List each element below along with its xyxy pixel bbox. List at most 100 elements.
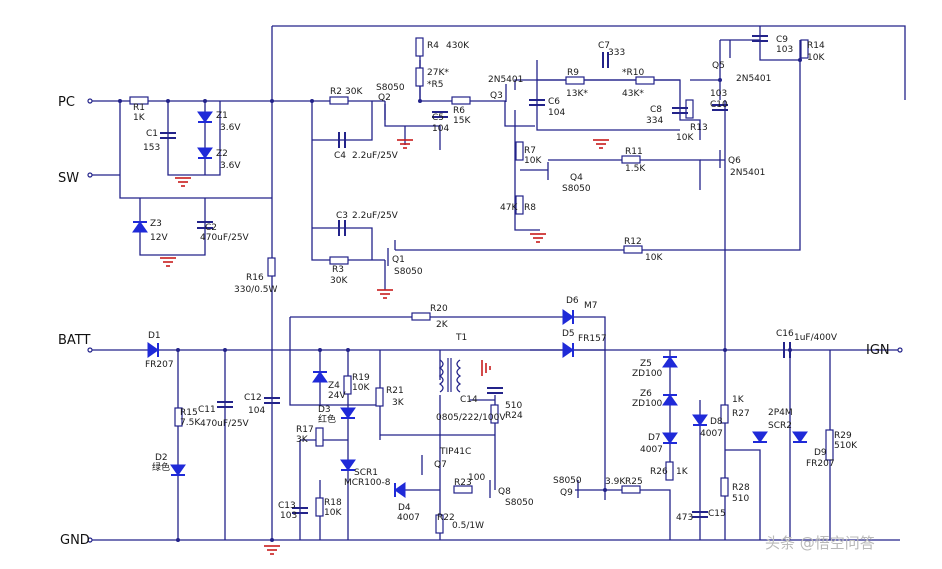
r27-value: 1K [732, 395, 745, 405]
r1-value: 1K [133, 113, 146, 123]
c7-value: 333 [608, 48, 625, 58]
capacitors [160, 35, 791, 518]
d1-ref: D1 [148, 331, 161, 341]
z4-value: 24V [328, 391, 346, 401]
scr2-ref: SCR2 [768, 421, 792, 431]
c3-ref: C3 [336, 211, 348, 221]
c7-ref: C7 [598, 41, 610, 51]
z3-ref: Z3 [150, 219, 162, 229]
d4-value: 4007 [397, 513, 420, 523]
terminal-sw [87, 172, 93, 178]
junctions [118, 58, 802, 542]
r5-ref: *R5 [427, 80, 443, 90]
r24-ref: R24 [505, 411, 523, 421]
r18-value: 10K [324, 508, 342, 518]
watermark-text: 头条 @悟空问答 [765, 534, 875, 552]
c8-value: 334 [646, 116, 663, 126]
r23-ref: R23 [454, 478, 472, 488]
c12-ref: C12 [244, 393, 262, 403]
q4-ref: Q4 [570, 173, 583, 183]
z5-ref: Z5 [640, 359, 652, 369]
c2-value: 470uF/25V [200, 233, 250, 243]
r2-ref: R2 [330, 87, 342, 97]
transistors [384, 40, 731, 498]
r2-value: 30K [345, 87, 363, 97]
r12-ref: R12 [624, 237, 642, 247]
z6-ref: Z6 [640, 389, 652, 399]
r17-value: 3K [296, 435, 309, 445]
r6-ref: R6 [453, 106, 465, 116]
wiring [90, 25, 906, 541]
r14-value: 10K [807, 53, 825, 63]
c13-ref: C13 [278, 501, 296, 511]
c13-value: 103 [280, 511, 297, 521]
d7-value: 4007 [640, 445, 663, 455]
r18-ref: R18 [324, 498, 342, 508]
r6-value: 15K [453, 116, 471, 126]
r17-ref: R17 [296, 425, 314, 435]
r8-value: 47K [500, 203, 518, 213]
scr1-value: MCR100-8 [344, 478, 391, 488]
r14-ref: R14 [807, 41, 825, 51]
r20-ref: R20 [430, 304, 448, 314]
c4-ref: C4 [334, 151, 346, 161]
r13-ref: R13 [690, 123, 708, 133]
net-gnd: GND [60, 533, 90, 548]
r26-value: 1K [676, 467, 689, 477]
z2-value: 3.6V [220, 161, 241, 171]
r21-value: 3K [392, 398, 405, 408]
c1-ref: C1 [146, 129, 158, 139]
r12-value: 10K [645, 253, 663, 263]
c11-ref: C11 [198, 405, 216, 415]
q3-part: 2N5401 [488, 75, 523, 85]
t1-ref: T1 [455, 333, 467, 343]
r28-ref: R28 [732, 483, 750, 493]
net-labels: PC SW BATT GND IGN [58, 95, 890, 548]
d9-value: FR207 [806, 459, 835, 469]
r11-value: 1.5K [625, 164, 646, 174]
r29-ref: R29 [834, 431, 852, 441]
d8-value: 4007 [700, 429, 723, 439]
d2-ref: D2 [155, 453, 168, 463]
ground-symbols [160, 139, 609, 555]
z6-value: ZD100 [632, 399, 663, 409]
r27-ref: R27 [732, 409, 750, 419]
c9-value: 103 [776, 45, 793, 55]
q8-ref: Q8 [498, 487, 511, 497]
r9-value: 13K* [566, 89, 588, 99]
r5-value: 27K* [427, 68, 449, 78]
scr1-ref: SCR1 [354, 468, 378, 478]
c1-value: 153 [143, 143, 160, 153]
c8-ref: C8 [650, 105, 662, 115]
q7-part: TIP41C [439, 447, 471, 457]
q1-ref: Q1 [392, 255, 405, 265]
d8-ref: D8 [710, 417, 723, 427]
r20-value: 2K [436, 320, 449, 330]
c11-value: 470uF/25V [200, 419, 250, 429]
q8-part: S8050 [505, 498, 534, 508]
transformer-t1 [438, 358, 462, 393]
q9-part: S8050 [553, 476, 582, 486]
z2-ref: Z2 [216, 149, 228, 159]
z1-ref: Z1 [216, 111, 228, 121]
q6-part: 2N5401 [730, 168, 765, 178]
c5-ref: C5 [432, 113, 444, 123]
r3-ref: R3 [332, 265, 344, 275]
q4-part: S8050 [562, 184, 591, 194]
r19-value: 10K [352, 383, 370, 393]
r15-value: 7.5K [180, 418, 201, 428]
terminal-ign [897, 347, 903, 353]
c14-ref: C14 [460, 395, 478, 405]
c10-ref: C10 [710, 100, 728, 110]
z1-value: 3.6V [220, 123, 241, 133]
d9-ref: D9 [814, 448, 827, 458]
c6-ref: C6 [548, 97, 560, 107]
diodes [132, 111, 808, 498]
resistors [129, 37, 834, 534]
c12-value: 104 [248, 406, 265, 416]
c15-value: 473 [676, 513, 693, 523]
z3-value: 12V [150, 233, 168, 243]
scr2-part: 2P4M [768, 408, 793, 418]
r1-ref: R1 [133, 103, 145, 113]
